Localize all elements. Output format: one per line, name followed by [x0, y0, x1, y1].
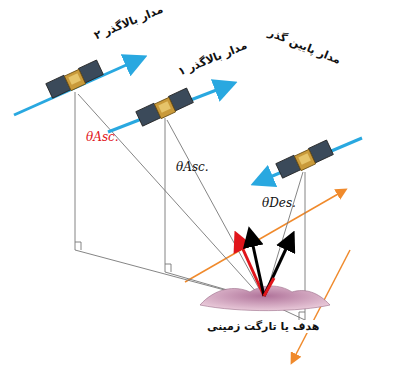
angle-label: θDes. — [262, 196, 296, 210]
orbit-label: مدار پایین گذر — [266, 26, 342, 67]
angle-label: θAsc. — [86, 130, 119, 144]
orbit-label: مدار بالاگذر ۲ — [92, 3, 165, 43]
target-label: هدف یا تارگت زمینی — [205, 320, 321, 333]
orbit-label: مدار بالاگذر ۱ — [176, 39, 249, 79]
angle-label: θAsc. — [176, 160, 209, 174]
satellite-icon — [46, 60, 104, 99]
